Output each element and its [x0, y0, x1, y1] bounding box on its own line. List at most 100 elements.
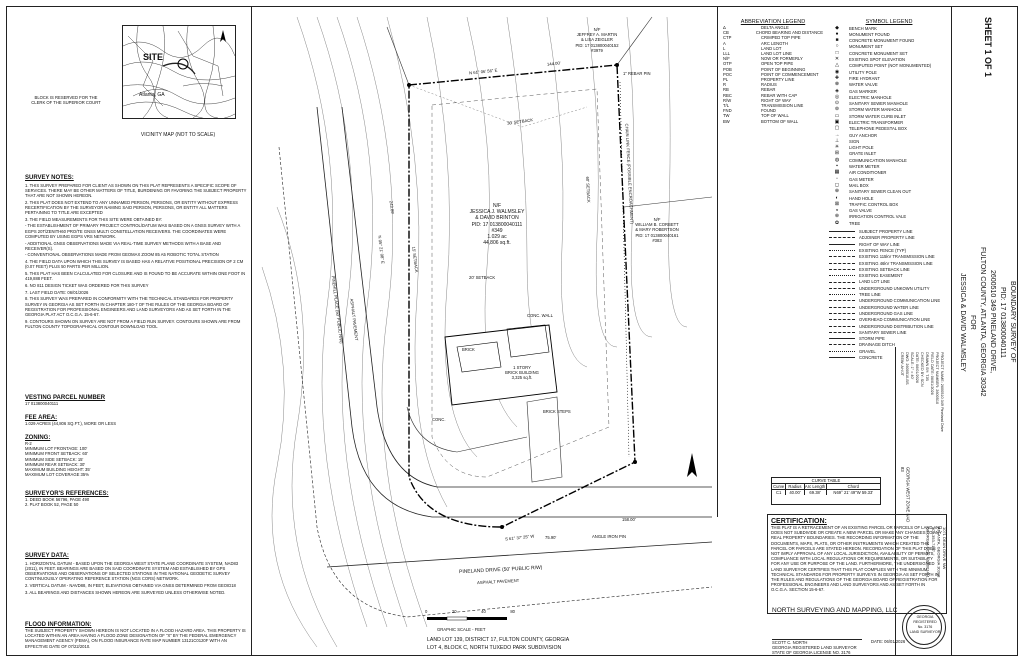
line-legend-row: SUBJECT PROPERTY LINE — [829, 229, 949, 235]
symbol-icon: ☀ — [834, 144, 840, 151]
line-legend-row: UNDERGROUND UNKOWN UTILITY — [829, 285, 949, 291]
abbrev-meaning: DELTA ANGLE — [761, 25, 789, 30]
symbol-row: ⊞GRATE INLET — [829, 151, 949, 157]
line-legend-meaning: ADJOINER PROPERTY LINE — [859, 235, 915, 241]
abbrev-meaning: PROPERTY LINE — [761, 77, 795, 83]
symbol-row: ✚FIRE HYDRANT — [829, 75, 949, 81]
symbol-meaning: SIGN — [849, 138, 860, 144]
scale-tick: 80 — [510, 609, 515, 614]
line-legend-row: EXISTING SETBACK LINE — [829, 266, 949, 272]
vesting-block: VESTING PARCEL NUMBER 17 013800040111 — [25, 395, 250, 406]
line-style-icon — [829, 281, 855, 283]
subject-owner-line: 44,806 sq.ft. — [483, 240, 511, 247]
survey-note: - THE ESTABLISHMENT OF PRIMARY PROJECT C… — [25, 223, 241, 239]
survey-data-item: 1. HORIZONTAL DATUM - BASED UPON THE GEO… — [25, 560, 239, 582]
symbol-row: ◍COMMUNICATION MANHOLE — [829, 157, 949, 163]
symbol-meaning: CONCRETE MONUMENT SET — [849, 50, 908, 56]
signature-date: DATE: 06/01/2026 — [871, 639, 906, 644]
curve-table-cell: 40.00' — [786, 490, 805, 495]
vicinity-city-label: Atlanta, GA — [139, 92, 165, 98]
line-legend-meaning: LAND LOT LINE — [859, 279, 890, 285]
symbol-icon: ● — [835, 30, 839, 37]
project-info-line: PROJECT NAME: 2600510 349 Pineland Drive — [940, 352, 944, 432]
seal-line: LAND SURVEYOR — [909, 630, 941, 634]
references-heading: SURVEYOR'S REFERENCES: — [25, 491, 109, 497]
abbrev-code: R — [723, 82, 727, 88]
symbol-meaning: BENCH MARK — [849, 25, 877, 31]
symbol-icon: ⊛ — [834, 213, 840, 220]
project-info-line: DWG: 2600510-BS — [905, 352, 909, 385]
abbrev-meaning: CRIMPED TOP PIPE — [761, 35, 801, 41]
curve-table-cell: 69.38' — [805, 490, 827, 495]
certification-heading: CERTIFICATION: — [771, 518, 827, 525]
owner-north-line: JEFFREY A. MARTIN — [576, 32, 618, 38]
symbol-row: ▢TELEPHONE PEDESTAL BOX — [829, 126, 949, 132]
north-arrow-icon — [220, 30, 226, 42]
line-legend-row: SANITARY SEWER LINE — [829, 329, 949, 335]
abbrev-code: CTP — [723, 35, 732, 41]
symbol-row: ◎ELECTRIC MANHOLE — [829, 94, 949, 100]
abbrev-code: POB — [723, 66, 732, 72]
brick-label: BRICK — [462, 347, 475, 352]
survey-note: 6. NO 811 DESIGN TICKET WAS ORDERED FOR … — [25, 282, 149, 288]
survey-data-heading: SURVEY DATA: — [25, 553, 69, 559]
line-legend-row: EXISTING FENCE (TYP) — [829, 247, 949, 253]
building-label-line: BRICK BUILDING — [505, 370, 539, 376]
symbol-meaning: WATER METER — [849, 164, 880, 170]
title-line-2: PID: 17 013800040111 — [999, 286, 1006, 358]
line-legend-row: STORM PIPE — [829, 336, 949, 342]
symbol-icon: ◻ — [834, 181, 840, 188]
title-block: BOUNDARY SURVEY OF PID: 17 013800040111 … — [957, 177, 1017, 467]
abbrev-code: CB — [723, 30, 729, 36]
abbrev-title: ABBREVIATION LEGEND — [740, 19, 806, 25]
abbrev-row: CTP CRIMPED TOP PIPE — [723, 35, 823, 40]
line-legend-meaning: TREE LINE — [859, 292, 881, 298]
symbol-icon: ⊠ — [834, 200, 840, 207]
symbol-legend: SYMBOL LEGEND ◆BENCH MARK●MONUMENT FOUND… — [829, 19, 949, 361]
company-name: NORTH SURVEYING AND MAPPING, LLC — [772, 607, 898, 614]
symbol-icon: ⊗ — [834, 81, 840, 88]
symbol-row: ▣ELECTRIC TRANSFORMER — [829, 119, 949, 125]
line-legend-meaning: EXISTING EASEMENT — [859, 273, 903, 279]
symbol-icon: ◎ — [834, 93, 840, 100]
abbrev-code: N/F — [723, 56, 730, 62]
abbrev-code: TW — [723, 113, 730, 119]
symbol-row: ☀LIGHT POLE — [829, 144, 949, 151]
fee-area-block: FEE AREA: 1.029 ACRES (44,806 SQ.FT.), M… — [25, 415, 250, 426]
abbrev-code: Δ — [723, 25, 726, 30]
fee-area-heading: FEE AREA: — [25, 415, 58, 421]
title-line-3: 2600510 349 PINELAND DRIVE, — [989, 270, 996, 374]
symbol-meaning: STORM WATER MANHOLE — [849, 107, 902, 113]
symbol-icon: ✿ — [834, 219, 840, 226]
zoning-item: R-2 — [25, 441, 32, 446]
line-legend-row: LAND LOT LINE — [829, 279, 949, 285]
zoning-heading: ZONING: — [25, 435, 51, 441]
scale-tick: 40 — [481, 609, 486, 614]
gws-label: GEORGIA WEST ZONE NAD 83 — [900, 467, 911, 523]
abbrev-meaning: BOTTOM OF WALL — [761, 118, 799, 124]
line-style-icon — [829, 344, 855, 346]
line-legend-meaning: CONCRETE — [859, 354, 883, 360]
line-legend-meaning: GRAVEL — [859, 348, 876, 354]
curve-table-header-cell: Chord — [847, 484, 859, 489]
owner-east-line: PID: 17 013800040161 — [635, 232, 679, 238]
flood-block: FLOOD INFORMATION: THE SUBJECT PROPERTY … — [25, 622, 250, 649]
symbol-icon: ▣ — [834, 119, 840, 125]
survey-note: 8. THIS SURVEY WAS PREPARED IN CONFORMIT… — [25, 296, 234, 317]
symbol-icon: ✚ — [834, 74, 840, 81]
symbol-meaning: MAIL BOX — [849, 182, 869, 188]
street-lines — [316, 106, 713, 568]
survey-sheet: BLOCK IS RESERVED FOR THE CLERK OF THE S… — [6, 6, 1018, 656]
owner-east-line: & MARY ROBERTSON — [635, 227, 679, 233]
line-legend-meaning: RIGHT OF WAY LINE — [859, 241, 900, 247]
seal-line: REGISTERED — [913, 620, 937, 624]
line-style-icon — [829, 306, 855, 308]
survey-data-block: SURVEY DATA: 1. HORIZONTAL DATUM - BASED… — [25, 553, 250, 595]
angle-iron-label: ANGLE IRON PIN — [592, 534, 626, 539]
